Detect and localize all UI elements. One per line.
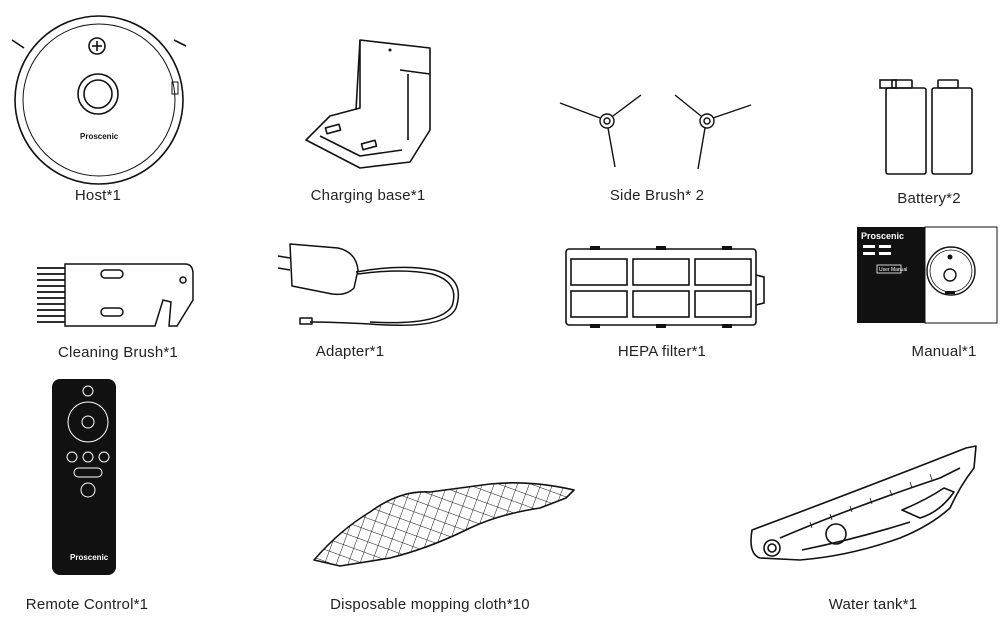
charging-base-icon [305, 39, 431, 169]
cleaning-brush-label: Cleaning Brush*1 [58, 344, 178, 361]
charging-base-label: Charging base*1 [310, 187, 426, 204]
manual-label: Manual*1 [911, 343, 977, 360]
water-tank-illustration: Water tank*1 [740, 438, 1002, 620]
side-brush-illustration: Side Brush* 2 [555, 85, 755, 215]
remote-control-icon [52, 379, 116, 575]
side-brush-label: Side Brush* 2 [609, 187, 705, 204]
hepa-filter-icon [565, 246, 765, 328]
power-adapter-icon [277, 243, 460, 327]
remote-brand-text: Proscenic [70, 553, 109, 562]
robot-vacuum-icon [11, 15, 187, 185]
manual-booklet-icon [857, 226, 998, 324]
remote-control-illustration: Proscenic Remote Control*1 [0, 375, 180, 620]
adapter-illustration: Adapter*1 [270, 238, 470, 373]
host-label: Host*1 [74, 187, 122, 204]
mopping-cloth-illustration: Disposable mopping cloth*10 [300, 470, 590, 620]
remote-control-label: Remote Control*1 [25, 596, 149, 613]
mopping-cloth-icon [313, 482, 575, 567]
battery-label: Battery*2 [897, 190, 961, 207]
manual-brand-text: Proscenic [861, 231, 905, 241]
battery-icon [879, 79, 973, 175]
host-robot-illustration: Proscenic Host*1 [0, 0, 200, 210]
mopping-cloth-label: Disposable mopping cloth*10 [330, 596, 530, 613]
cleaning-brush-icon [37, 263, 194, 327]
host-brand-text: Proscenic [80, 132, 119, 141]
water-tank-label: Water tank*1 [828, 596, 918, 613]
hepa-filter-illustration: HEPA filter*1 [560, 245, 770, 370]
manual-cover-title: User Manual [879, 267, 908, 273]
side-brush-icon [559, 94, 752, 170]
manual-illustration: Proscenic User Manual Manual*1 [855, 225, 1000, 370]
charging-base-illustration: Charging base*1 [290, 30, 450, 220]
hepa-filter-label: HEPA filter*1 [617, 343, 707, 360]
water-tank-icon [750, 445, 977, 561]
battery-illustration: Battery*2 [870, 78, 990, 218]
cleaning-brush-illustration: Cleaning Brush*1 [35, 260, 205, 370]
adapter-label: Adapter*1 [315, 343, 385, 360]
